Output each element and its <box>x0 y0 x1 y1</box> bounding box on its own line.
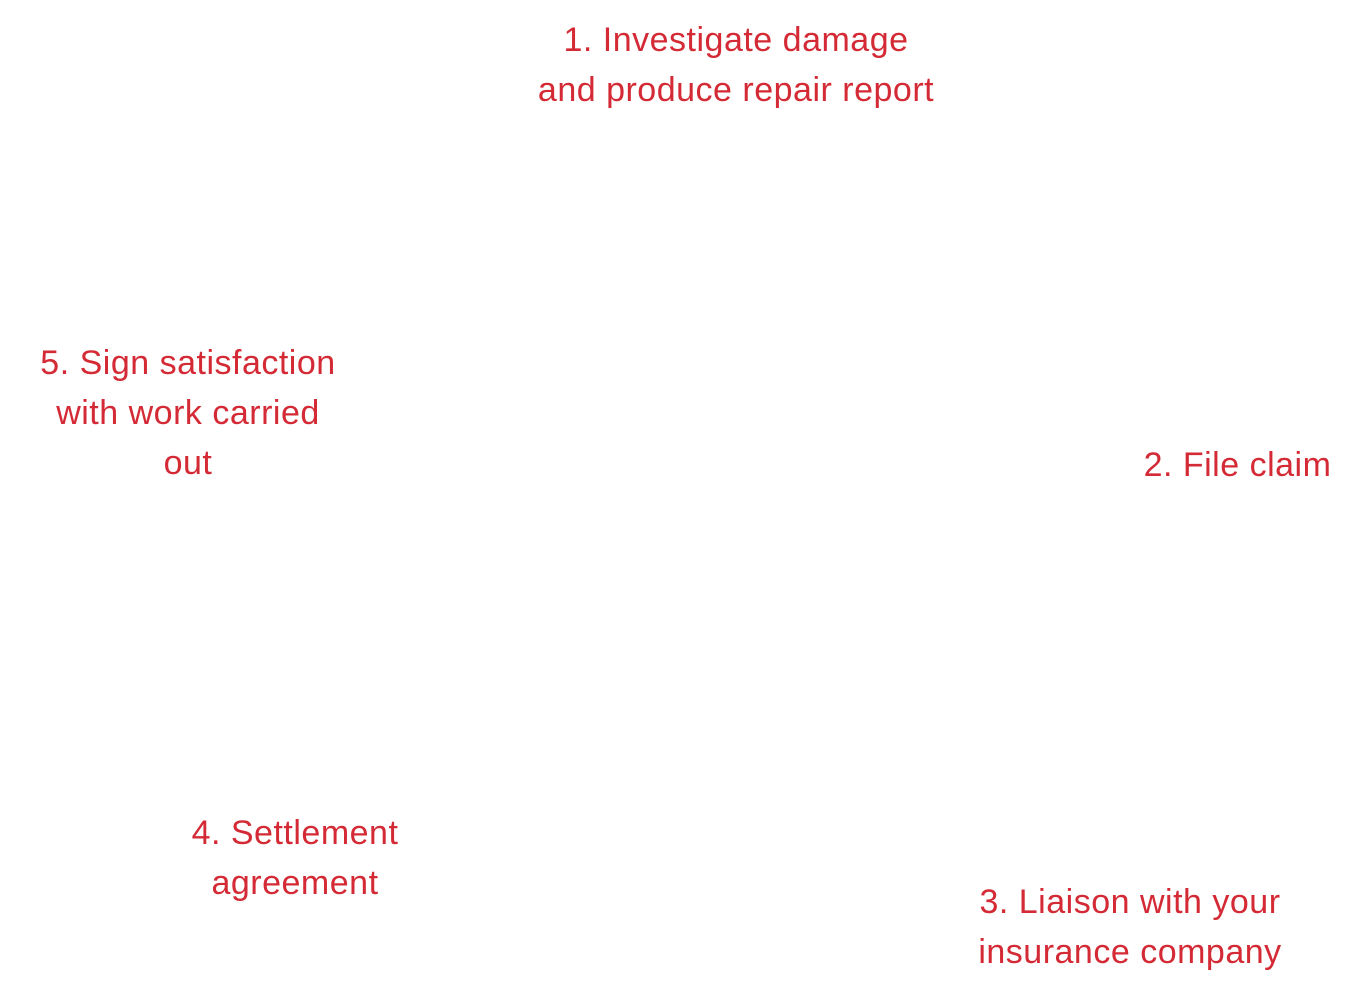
step-3-line-1: 3. Liaison with your <box>979 883 1281 921</box>
step-1-line-2: and produce repair report <box>537 71 935 109</box>
step-5-line-1: 5. Sign satisfaction <box>40 344 336 382</box>
step-4-line-1: 4. Settlement <box>191 814 399 852</box>
step-1-line-1: 1. Investigate damage <box>563 21 909 59</box>
step-3-label: 3. Liaison with your insurance company <box>940 877 1320 977</box>
step-2-label: 2. File claim <box>1110 440 1363 490</box>
step-5-label: 5. Sign satisfaction with work carried o… <box>8 338 368 488</box>
step-3-line-2: insurance company <box>978 933 1282 971</box>
step-5-line-2: with work carried <box>56 394 320 432</box>
step-4-line-2: agreement <box>211 864 379 902</box>
step-1-label: 1. Investigate damage and produce repair… <box>486 15 986 115</box>
step-2-line-1: 2. File claim <box>1143 446 1332 484</box>
step-5-line-3: out <box>163 444 213 482</box>
step-4-label: 4. Settlement agreement <box>140 808 450 908</box>
